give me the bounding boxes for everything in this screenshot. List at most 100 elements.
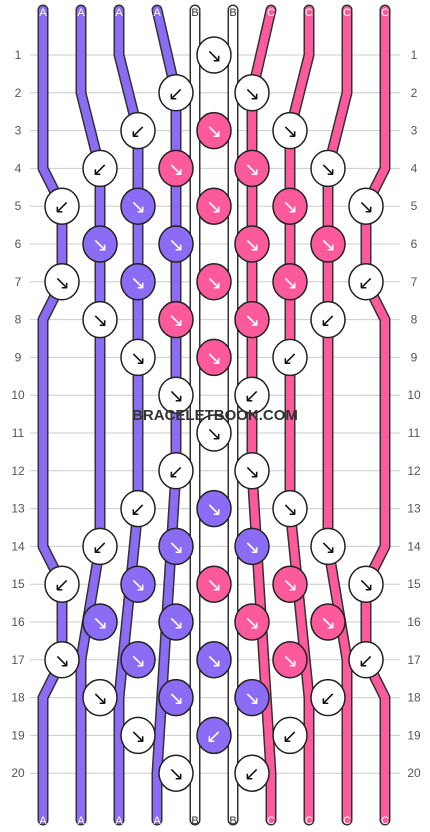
knot-arrow-icon: ↘ [168,536,184,558]
strand-A [77,6,104,824]
knot-arrow-icon: ↘ [282,499,298,521]
knot-shape [82,603,118,641]
knot: ↘ [234,225,270,263]
knot-shape [158,452,194,490]
knot-arrow-icon: ↙ [244,385,260,407]
strand-label-bottom: C [305,815,313,827]
row-label-right: 17 [407,653,421,667]
knot-arrow-icon: ↘ [92,310,108,332]
row-label-left: 19 [11,728,25,742]
knot-shape [272,565,308,603]
knot-shape [196,111,232,150]
knot: ↘ [120,263,156,301]
row-label-right: 5 [411,199,418,213]
knot-arrow-icon: ↙ [130,499,146,521]
knot-shape [272,263,308,301]
row-label-right: 7 [411,275,418,289]
row-label-right: 4 [411,161,418,175]
knot: ↘ [158,754,194,792]
knot: ↘ [272,263,308,301]
knot-arrow-icon: ↙ [206,725,222,747]
knot-arrow-icon: ↘ [206,121,222,143]
knot-shape [310,678,346,717]
row-label-right: 11 [408,426,421,440]
row-label-right: 13 [407,502,421,516]
strand-label-top: C [267,7,275,19]
strand-label-bottom: A [39,815,47,827]
knot-arrow-icon: ↘ [244,688,260,710]
strand-label-top: B [229,7,236,19]
knot: ↙ [120,489,156,528]
knot: ↙ [44,187,80,225]
knot-arrow-icon: ↙ [168,83,184,105]
knot-arrow-icon: ↘ [130,347,146,369]
knot: ↙ [272,716,308,755]
row-label-right: 3 [411,124,418,138]
knot-shape [272,111,308,150]
knot-shape [158,225,194,263]
knot: ↘ [196,263,232,301]
knot-arrow-icon: ↘ [358,196,374,218]
knot-shape [82,300,118,339]
knot: ↙ [310,300,346,339]
knot-shape [348,565,384,603]
knot-arrow-icon: ↙ [244,763,260,785]
knot-arrow-icon: ↙ [92,158,108,180]
row-label-left: 1 [15,48,22,62]
row-label-left: 18 [11,691,25,705]
knot: ↘ [120,565,156,603]
strand-C [324,6,351,824]
knot: ↙ [82,527,118,566]
knot-shape [234,149,270,188]
knot: ↘ [158,149,194,188]
strand-A [39,6,66,824]
row-label-left: 5 [15,199,22,213]
knot-arrow-icon: ↘ [206,499,222,521]
knots-layer: ↘↙↘↙↘↘↙↘↘↘↙↘↘↘↘↘↘↘↘↘↘↘↘↙↘↘↘↙↘↘↙↘↙↘↙↘↙↘↘↙… [44,36,384,792]
knot: ↙ [158,74,194,112]
row-label-left: 7 [15,275,22,289]
knot-shape [44,187,80,225]
knot: ↘ [120,187,156,225]
knot: ↙ [234,376,270,414]
knot-shape [272,641,308,679]
knot-shape [234,225,270,263]
knot-shape [158,376,194,414]
strand-label-top: A [39,7,47,19]
row-label-left: 13 [11,502,25,516]
knot-arrow-icon: ↙ [92,536,108,558]
knot-arrow-icon: ↘ [282,121,298,143]
knot-shape [120,263,156,301]
row-label-right: 18 [407,691,421,705]
knot-shape [158,754,194,792]
row-label-right: 16 [407,615,421,629]
knot: ↘ [120,641,156,679]
knot-shape [234,603,270,641]
knot-arrow-icon: ↙ [168,461,184,483]
knot-shape [234,74,270,112]
knot-arrow-icon: ↘ [92,234,108,256]
knot-arrow-icon: ↘ [244,461,260,483]
row-label-left: 9 [15,350,22,364]
knot-shape [234,300,270,339]
row-label-right: 19 [407,728,421,742]
knot: ↘ [272,489,308,528]
strand-label-top: C [305,7,313,19]
row-label-right: 15 [407,577,421,591]
watermark-text: BRACELETBOOK.COM [132,407,298,424]
knot: ↘ [196,187,232,225]
knot-arrow-icon: ↘ [130,725,146,747]
knot: ↘ [158,225,194,263]
knot-arrow-icon: ↘ [168,385,184,407]
knot-shape [348,263,384,301]
knot: ↙ [234,754,270,792]
knot: ↘ [82,603,118,641]
knot-shape [234,754,270,792]
knot: ↘ [158,376,194,414]
knot-arrow-icon: ↘ [244,158,260,180]
knot-arrow-icon: ↘ [244,310,260,332]
knot-arrow-icon: ↙ [54,196,70,218]
knot-shape [82,149,118,188]
